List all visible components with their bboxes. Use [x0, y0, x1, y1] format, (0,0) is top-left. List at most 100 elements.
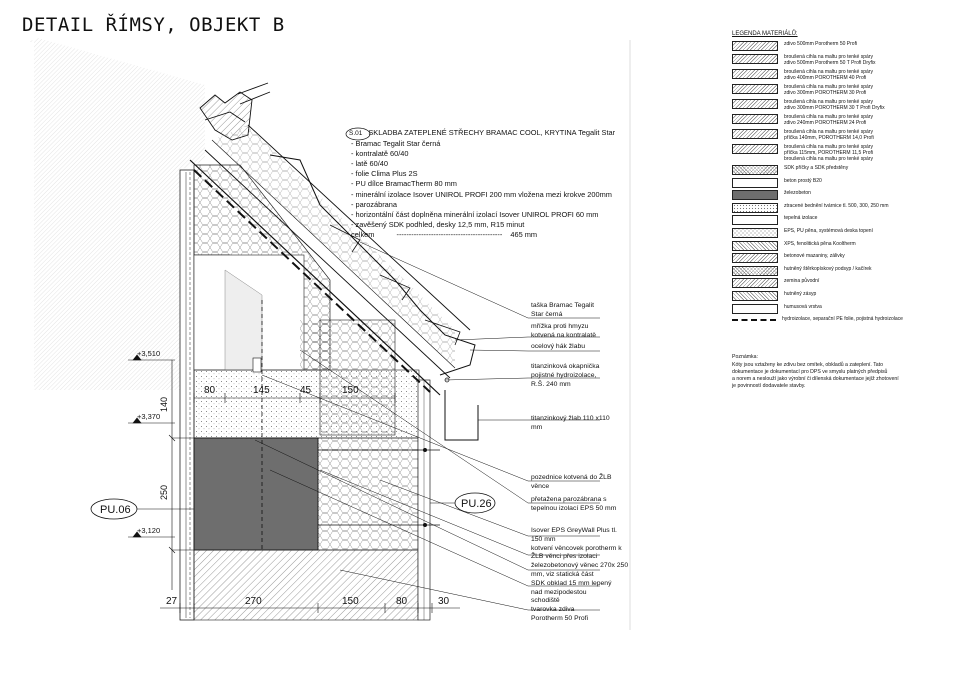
legend-swatch — [732, 68, 778, 79]
spec-total-value: 465 mm — [510, 229, 538, 239]
top-dimension-line — [193, 393, 396, 403]
legend-item: hydroizolace, separační PE folie, pojist… — [732, 316, 922, 325]
callout-gutter: titanzinkový žlab 110 x110 mm — [531, 415, 610, 433]
spec-layer: - kontralatě 60/40 — [351, 149, 409, 159]
legend-label-line: hutněný štěrkopískový podsyp / kačírek — [784, 265, 872, 272]
notes-line: je povinností dodavatele stavby. — [732, 383, 806, 389]
legend-label: EPS, PU pěna, systémová deska topení — [784, 228, 922, 234]
legend-swatch — [732, 240, 778, 251]
roof-layers — [189, 124, 479, 441]
spec-layer: - latě 60/40 — [351, 159, 388, 169]
legend-label: hydroizolace, separační PE folie, pojist… — [782, 316, 922, 322]
drawing-title: DETAIL ŘÍMSY, OBJEKT B — [22, 14, 285, 36]
legend-swatch — [732, 278, 778, 289]
legend-swatch — [732, 143, 778, 154]
legend-label-line: broušená cihla na maltu pro tenké spáry — [784, 156, 873, 163]
legend-swatch — [732, 215, 778, 226]
legend-item: zdivo 500mm Porotherm 50 Profi — [732, 41, 922, 52]
callout-line: SDK obklad 15 mm lepený — [531, 579, 612, 587]
legend-label-line: broušená cihla na maltu pro tenké spáry — [784, 143, 873, 150]
dim-top-150: 150 — [342, 385, 359, 396]
legend-swatch — [732, 113, 778, 124]
legend-label: zemina původní — [784, 278, 922, 284]
callout-line: věnce — [531, 482, 550, 490]
spec-layer: - minerální izolace Isover UNIROL PROFI … — [351, 189, 612, 199]
legend-item: zemina původní — [732, 278, 922, 289]
legend-label: hutněný štěrkopískový podsyp / kačírek — [784, 266, 922, 272]
legend-item: betonové mazaniny, zálivky — [732, 253, 922, 264]
callout-line: kotvení věncovek porotherm k — [531, 544, 622, 552]
dim-bottom-27: 27 — [166, 596, 178, 607]
legend-item: humusová vrstva — [732, 303, 922, 314]
spec-layer: - horizontální část doplněna minerální i… — [351, 209, 599, 219]
legend-label-line: zdivo 500mm Porotherm 50 T Profi Dryfix — [784, 60, 876, 66]
legend-label-line: XPS, fenolitická pěna Kooltherm — [784, 240, 856, 247]
legend-swatch — [732, 98, 778, 109]
level-3370: +3,370 — [137, 412, 160, 421]
concrete-ring-beam — [193, 437, 319, 551]
callout-line: Porotherm 50 Profi — [531, 614, 589, 622]
legend-label-line: zemina původní — [784, 278, 820, 285]
legend-label: SDK příčky a SDK předstěny — [784, 165, 922, 171]
legend-label-line: broušená cihla na maltu pro tenké spáry — [784, 68, 873, 75]
legend-label-line: příčka 115mm, POROTHERM 11,5 Profi — [784, 150, 874, 156]
leader-lines — [254, 241, 600, 611]
legend-label-line: ztracené bednění tvárnice tl. 500, 300, … — [784, 202, 889, 209]
legend-swatch — [732, 177, 778, 188]
legend-item: tepelná izolace — [732, 215, 922, 226]
callout-tile: taška Bramac Tegalit Star černá — [531, 302, 594, 320]
legend-label: železobeton — [784, 190, 922, 196]
callout-wall-layers: Isover EPS GreyWall Plus tl. 150 mm kotv… — [531, 527, 628, 624]
tag-pu06: PU.06 — [100, 504, 131, 516]
callout-insect-mesh: mřížka proti hmyzu kotvená na kontralatě — [531, 323, 596, 341]
dim-top-45: 45 — [300, 385, 312, 396]
callout-line: ocelový hák žlabu — [531, 343, 586, 350]
spec-header: SKLADBA ZATEPLENÉ STŘECHY BRAMAC COOL, K… — [368, 128, 616, 137]
notes-title: Poznámka: — [732, 354, 758, 360]
bottom-dimension-line — [160, 603, 460, 613]
callout-line: Isover EPS GreyWall Plus tl. — [531, 527, 617, 534]
dim-bottom-270: 270 — [245, 596, 262, 607]
legend-label-line: broušená cihla na maltu pro tenké spáry — [784, 98, 873, 105]
legend-label-line: EPS, PU pěna, systémová deska topení — [784, 227, 873, 234]
callout-line: mm — [531, 423, 543, 431]
roof-background-hatch — [28, 38, 205, 392]
legend-label: zdivo 500mm Porotherm 50 Profi — [784, 41, 922, 47]
spec-layer: - Bramac Tegalit Star černá — [351, 139, 441, 149]
dim-top-145: 145 — [253, 385, 270, 396]
legend-label-line: zdivo 300mm POROTHERM 30 T Profi Dryfix — [784, 105, 885, 111]
legend-swatch — [732, 83, 778, 94]
spec-code-bubble — [345, 127, 371, 141]
callout-line: nad mezipodestou — [531, 588, 587, 596]
callout-line: 150 mm — [531, 535, 556, 543]
legend-label-line: betonové mazaniny, zálivky — [784, 253, 845, 260]
callout-line: taška Bramac Tegalit — [531, 302, 594, 309]
spec-code: S.01 — [349, 130, 363, 137]
legend-label-line: broušená cihla na maltu pro tenké spáry — [784, 53, 873, 60]
legend-label-line: zdivo 400mm POROTHERM 40 Profi — [784, 75, 867, 81]
callout-line: kotvená na kontralatě — [531, 331, 596, 339]
legend-swatch — [732, 227, 778, 238]
spec-layer: - parozábrana — [351, 199, 398, 209]
legend-label: betonové mazaniny, zálivky — [784, 253, 922, 259]
dim-vertical-140: 140 — [159, 397, 169, 412]
legend-swatch — [732, 41, 778, 52]
callout-wall-plate: pozednice kotvená do ŽLB věnce — [531, 474, 611, 492]
callout-line: přetažena parozábrana s — [531, 496, 607, 503]
legend-item: hutněný zásyp — [732, 290, 922, 301]
callout-line: titanzinkový žlab 110 x110 — [531, 415, 610, 422]
legend-label-line: příčka 140mm, POROTHERM 14,0 Profi — [784, 135, 874, 141]
legend-item: EPS, PU pěna, systémová deska topení — [732, 227, 922, 238]
notes-line: dokumentace je dokumentací pro DPS ve sm… — [732, 369, 888, 375]
legend-label-line: zdivo 500mm Porotherm 50 Profi — [784, 41, 858, 48]
